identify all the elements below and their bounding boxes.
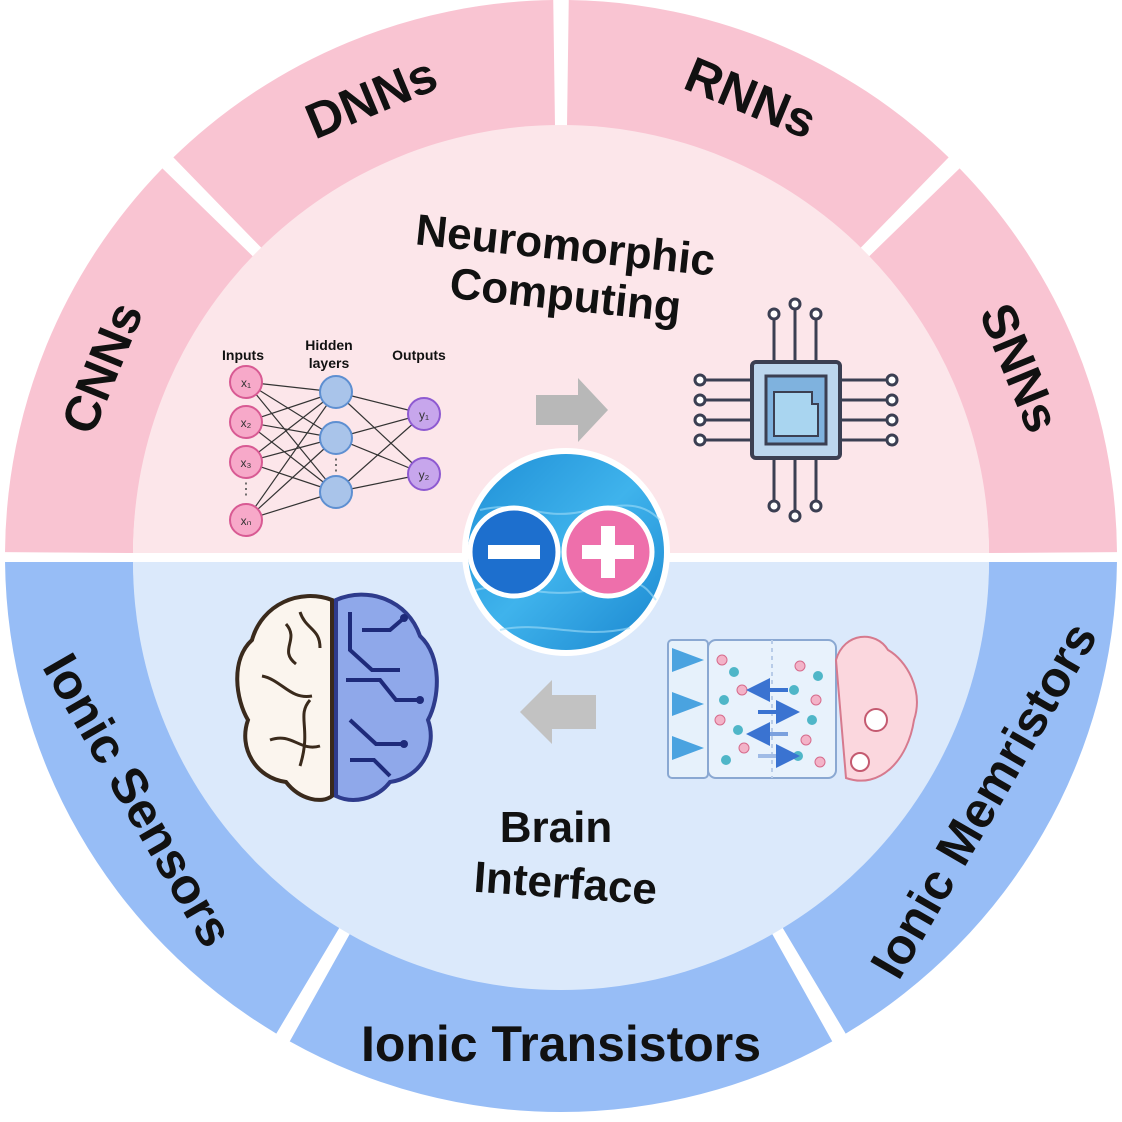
bottom-title-line-1: Brain: [500, 803, 612, 852]
output-node: y₁: [407, 397, 441, 431]
outer-ring-segment: [5, 560, 342, 1034]
hidden-node: [319, 421, 353, 455]
neural-network-diagram: Inputs Hidden layers Outputs x₁ x₂ x₃ ⋮ …: [222, 337, 446, 537]
network-nodes: x₁ x₂ x₃ ⋮ xₙ ⋮ y₁: [229, 365, 441, 537]
input-node: x₂: [229, 405, 263, 439]
svg-text:x₂: x₂: [241, 416, 252, 430]
ring-segment-label: Ionic Transistors: [361, 1016, 761, 1072]
arrow-right-icon: [536, 378, 608, 442]
outer-ring-segment: [566, 0, 949, 250]
outer-ring-segment: [867, 168, 1117, 554]
input-node: xₙ: [229, 503, 263, 537]
input-node: x₃: [229, 445, 263, 479]
svg-text:x₁: x₁: [241, 376, 251, 390]
svg-text:y₂: y₂: [419, 468, 430, 482]
svg-text:x₃: x₃: [241, 456, 252, 470]
svg-text:y₁: y₁: [419, 408, 429, 422]
ellipsis-icon: ⋮: [328, 457, 344, 474]
hidden-label-line-2: layers: [309, 355, 350, 371]
output-node: y₂: [407, 457, 441, 491]
outer-ring-segment: [289, 929, 833, 1112]
ion-symbol: [462, 448, 670, 656]
microchip-icon: [693, 297, 899, 523]
arrow-left-icon: [520, 680, 596, 744]
minus-ion-icon: [467, 505, 561, 599]
inputs-label: Inputs: [222, 347, 264, 363]
input-node: x₁: [229, 365, 263, 399]
ionic-synapse-icon: [667, 635, 918, 782]
hidden-node: [319, 375, 353, 409]
outer-ring-segment: [5, 168, 255, 554]
outer-ring-bottom: [0, 553, 1122, 1112]
hidden-node: [319, 475, 353, 509]
outputs-label: Outputs: [392, 347, 446, 363]
outer-ring-top: [5, 0, 1117, 554]
hidden-label-line-1: Hidden: [305, 337, 352, 353]
plus-ion-icon: [561, 505, 655, 599]
outer-ring-segment: [173, 0, 556, 250]
ellipsis-icon: ⋮: [238, 481, 254, 498]
svg-text:xₙ: xₙ: [241, 514, 252, 528]
brain-circuit-icon: [235, 592, 439, 802]
outer-ring-segment: [780, 560, 1117, 1034]
